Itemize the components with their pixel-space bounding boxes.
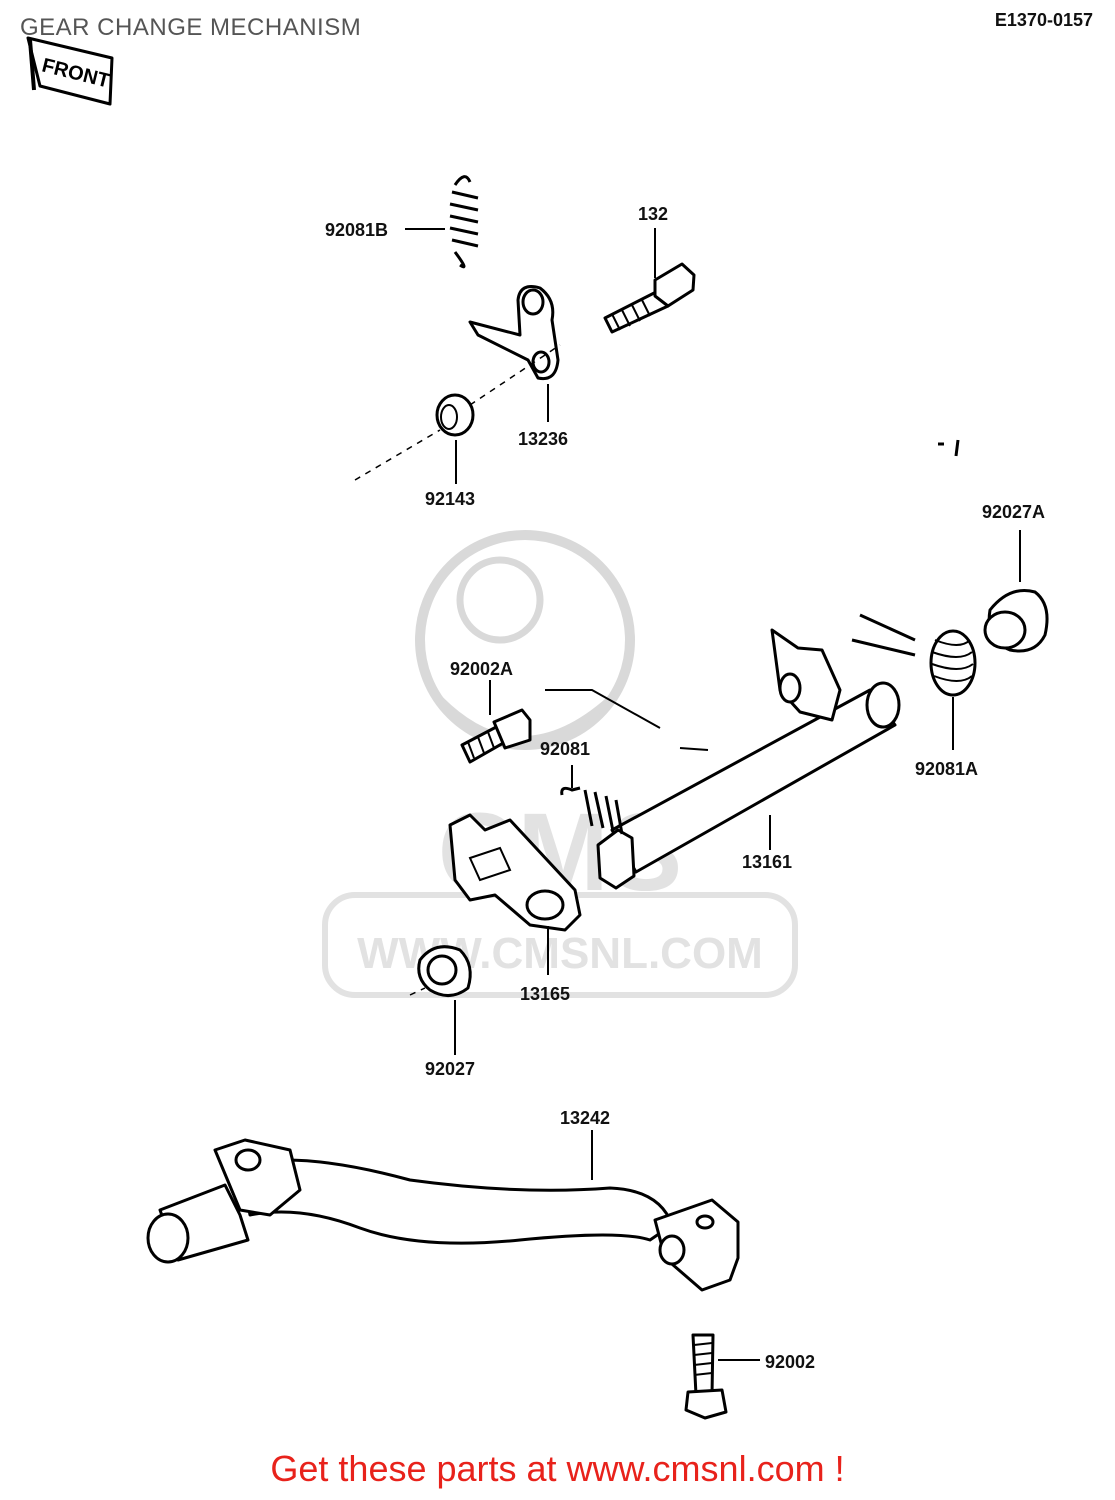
part-label-13236: 13236 xyxy=(518,429,568,449)
diagram-code: E1370-0157 xyxy=(994,10,1093,30)
part-label-92081a: 92081A xyxy=(915,759,978,779)
bolt-92002a xyxy=(460,708,532,764)
shaft-13161 xyxy=(545,628,901,890)
spring-92081b xyxy=(449,175,479,269)
spring-92081 xyxy=(560,786,624,835)
part-label-132: 132 xyxy=(638,204,668,224)
part-label-13242: 13242 xyxy=(560,1108,610,1128)
plate-13236 xyxy=(468,285,560,381)
spring-92081a xyxy=(851,613,977,697)
front-direction-tag: FRONT xyxy=(26,36,114,106)
part-label-92002a: 92002A xyxy=(450,659,513,679)
bolt-132 xyxy=(603,262,696,334)
footer-link[interactable]: Get these parts at www.cmsnl.com ! xyxy=(0,1448,1115,1490)
part-label-92027: 92027 xyxy=(425,1059,475,1079)
part-label-92027a: 92027A xyxy=(982,502,1045,522)
footer-link-text[interactable]: Get these parts at www.cmsnl.com ! xyxy=(270,1448,845,1489)
plate-13165 xyxy=(448,813,582,932)
bolt-92002 xyxy=(684,1333,728,1420)
part-label-92081: 92081 xyxy=(540,739,590,759)
part-label-13161: 13161 xyxy=(742,852,792,872)
part-label-92081b: 92081B xyxy=(325,220,388,240)
collar-92143 xyxy=(435,393,475,437)
part-label-92002: 92002 xyxy=(765,1352,815,1372)
part-label-13165: 13165 xyxy=(520,984,570,1004)
page-title: GEAR CHANGE MECHANISM xyxy=(20,14,362,41)
collar-92027a xyxy=(983,589,1049,653)
collar-92027 xyxy=(417,945,472,997)
part-label-92143: 92143 xyxy=(425,489,475,509)
shift-pedal-13242 xyxy=(146,1138,740,1292)
